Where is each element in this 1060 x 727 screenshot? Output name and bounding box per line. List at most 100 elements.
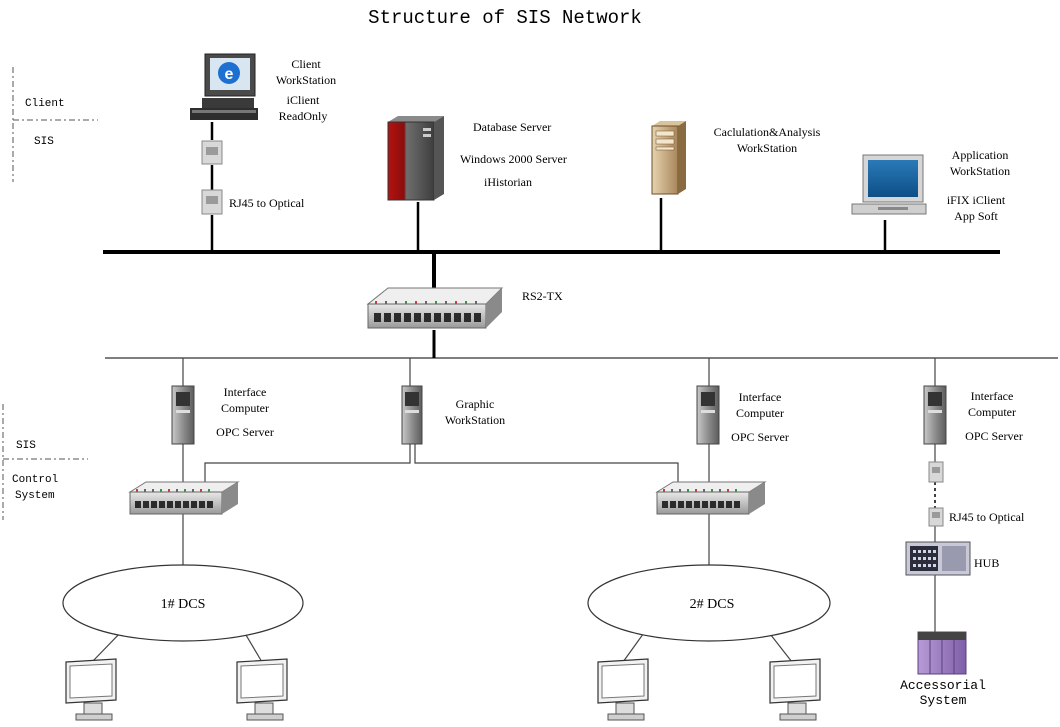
switch-led	[192, 489, 194, 492]
switch-led	[475, 301, 477, 304]
switch-led	[160, 489, 162, 492]
client-label-2: WorkStation	[276, 73, 336, 87]
switch-led	[385, 301, 387, 304]
switch-port	[183, 501, 189, 508]
switch-led	[136, 489, 138, 492]
hub-port	[928, 550, 931, 553]
accessorial-label-1: Accessorial	[900, 678, 986, 693]
switch-port	[414, 313, 421, 322]
zone-label-control: Control	[12, 474, 58, 486]
dcs-2-ellipse	[587, 564, 831, 642]
hub-port	[918, 557, 921, 560]
hub-port	[933, 550, 936, 553]
switch-port	[718, 501, 724, 508]
switch-led	[200, 489, 202, 492]
dcs-2-label: 2# DCS	[690, 597, 735, 612]
switch-led	[144, 489, 146, 492]
zone-separator-sis-control	[2, 404, 88, 520]
switch-port	[734, 501, 740, 508]
calc-ws-label-2: WorkStation	[737, 141, 797, 155]
zone-label-client: Client	[25, 98, 65, 110]
calc-workstation-tower	[651, 121, 686, 195]
zone-label-sis-top: SIS	[34, 136, 54, 148]
switch-led	[711, 489, 713, 492]
switch-led	[703, 489, 705, 492]
switch-led	[735, 489, 737, 492]
calc-ws-label-1: Caclulation&Analysis	[714, 125, 821, 139]
switch-led	[465, 301, 467, 304]
dcs-1-ellipse	[62, 564, 304, 642]
connector-lines	[210, 122, 887, 358]
interface-computer-2	[696, 385, 720, 445]
switch-port	[207, 501, 213, 508]
iface3-label-2: Computer	[968, 405, 1016, 419]
hub-port	[923, 557, 926, 560]
switch-port	[151, 501, 157, 508]
switch-led	[375, 301, 377, 304]
switch-port	[694, 501, 700, 508]
switch-led	[719, 489, 721, 492]
browser-logo-icon	[218, 62, 240, 84]
client-label-3: iClient	[287, 93, 320, 107]
dcs-1-monitor-left	[65, 658, 117, 721]
db-server-label-2: Windows 2000 Server	[460, 152, 567, 166]
switch-led	[208, 489, 210, 492]
accessorial-media-converter-top	[928, 461, 944, 483]
switch-led	[425, 301, 427, 304]
switch-led	[176, 489, 178, 492]
switch-port	[384, 313, 391, 322]
switch-port	[159, 501, 165, 508]
accessorial-system-device	[917, 631, 967, 675]
dcs-2-monitor-left	[597, 658, 649, 721]
client-converter-label: RJ45 to Optical	[229, 196, 305, 210]
iface2-label-2: Computer	[736, 406, 784, 420]
switch-port	[726, 501, 732, 508]
zone-label-sis-bottom: SIS	[16, 440, 36, 452]
iface2-label-3: OPC Server	[731, 430, 789, 444]
switch-port	[474, 313, 481, 322]
switch-port	[175, 501, 181, 508]
switch-led	[435, 301, 437, 304]
zone-separator-client-sis	[12, 67, 98, 182]
iface2-label-1: Interface	[739, 390, 782, 404]
switch-port	[702, 501, 708, 508]
hub-port	[923, 564, 926, 567]
client-workstation-computer: e	[190, 53, 258, 120]
accessorial-label-2: System	[920, 693, 967, 708]
switch-port	[143, 501, 149, 508]
dcs-2-monitor-right	[769, 658, 821, 721]
dcs-1-monitor-right	[236, 658, 288, 721]
interface-computer-3	[923, 385, 947, 445]
switch-port	[394, 313, 401, 322]
iface1-label-2: Computer	[221, 401, 269, 415]
switch-port	[434, 313, 441, 322]
db-server-label-3: iHistorian	[484, 175, 532, 189]
switch-port	[670, 501, 676, 508]
switch-port	[454, 313, 461, 322]
hub-port	[928, 564, 931, 567]
switch-port	[444, 313, 451, 322]
app-ws-label-3: iFIX iClient	[947, 193, 1006, 207]
switch-port	[191, 501, 197, 508]
accessorial-media-converter-bottom	[928, 507, 944, 527]
hub-port	[928, 557, 931, 560]
switch-port	[464, 313, 471, 322]
switch-port	[686, 501, 692, 508]
control-switch-2	[655, 481, 767, 515]
db-server-label-1: Database Server	[473, 120, 551, 134]
client-label-1: Client	[291, 57, 321, 71]
switch-led	[727, 489, 729, 492]
switch-led	[405, 301, 407, 304]
switch-port	[678, 501, 684, 508]
iface1-label-1: Interface	[224, 385, 267, 399]
iface3-label-3: OPC Server	[965, 429, 1023, 443]
graphic-ws-label-2: WorkStation	[445, 413, 505, 427]
switch-led	[663, 489, 665, 492]
iface1-label-3: OPC Server	[216, 425, 274, 439]
zone-label-system: System	[15, 490, 55, 502]
hub-label: HUB	[974, 556, 999, 570]
control-switch-1	[128, 481, 240, 515]
switch-led	[415, 301, 417, 304]
switch-led	[455, 301, 457, 304]
